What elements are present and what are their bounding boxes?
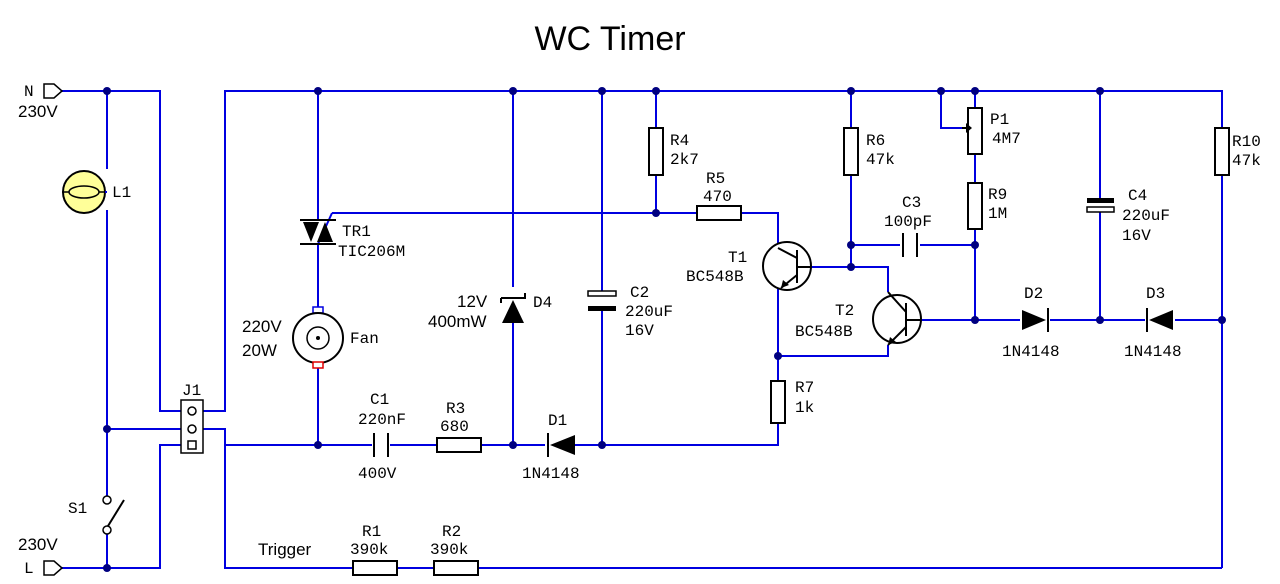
svg-text:BC548B: BC548B — [795, 323, 853, 341]
capacitor-c2: C2 220uF 16V — [587, 284, 673, 340]
svg-text:T1: T1 — [728, 249, 747, 267]
svg-text:N: N — [24, 83, 34, 101]
zener-diode-d4: D4 12V 400mW — [428, 292, 552, 331]
svg-text:1N4148: 1N4148 — [1124, 343, 1182, 361]
svg-text:L: L — [24, 560, 34, 578]
svg-text:D4: D4 — [533, 294, 552, 312]
resistor-r7: R7 1k — [770, 379, 814, 424]
lamp-l1: L1 — [62, 170, 131, 214]
svg-text:P1: P1 — [990, 111, 1009, 129]
diagram-title: WC Timer — [534, 20, 685, 58]
diode-d2: D2 1N4148 — [1002, 285, 1060, 361]
svg-text:C2: C2 — [630, 284, 649, 302]
terminal-n: N 230V — [18, 83, 64, 121]
svg-text:220V: 220V — [242, 317, 282, 336]
fan-motor: Fan 220V 20W — [242, 306, 379, 369]
svg-text:390k: 390k — [430, 541, 468, 559]
svg-text:230V: 230V — [18, 535, 58, 554]
capacitor-c1: C1 220nF 400V — [358, 391, 406, 483]
svg-text:220uF: 220uF — [1122, 207, 1170, 225]
svg-text:47k: 47k — [1232, 152, 1261, 170]
svg-text:BC548B: BC548B — [686, 268, 744, 286]
transistor-t1: T1 BC548B — [686, 241, 812, 291]
svg-text:12V: 12V — [457, 292, 488, 311]
svg-text:16V: 16V — [1122, 227, 1151, 245]
svg-text:390k: 390k — [350, 541, 388, 559]
svg-text:D2: D2 — [1024, 285, 1043, 303]
svg-text:220uF: 220uF — [625, 303, 673, 321]
resistor-r1: R1 390k — [350, 523, 398, 576]
svg-text:1N4148: 1N4148 — [1002, 343, 1060, 361]
svg-text:R5: R5 — [706, 170, 725, 188]
junction-dots — [103, 87, 1226, 572]
svg-text:D3: D3 — [1146, 285, 1165, 303]
potentiometer-p1: P1 4M7 — [962, 107, 1021, 155]
svg-text:R6: R6 — [866, 132, 885, 150]
svg-text:16V: 16V — [625, 322, 654, 340]
svg-text:2k7: 2k7 — [670, 151, 699, 169]
svg-text:47k: 47k — [866, 151, 895, 169]
svg-text:R10: R10 — [1232, 133, 1261, 151]
svg-text:470: 470 — [703, 188, 732, 206]
svg-text:S1: S1 — [68, 500, 87, 518]
svg-text:400mW: 400mW — [428, 312, 487, 331]
svg-text:R9: R9 — [988, 186, 1007, 204]
resistor-r10: R10 47k — [1214, 127, 1261, 176]
svg-text:C4: C4 — [1128, 187, 1147, 205]
resistor-r6: R6 47k — [843, 127, 895, 176]
diode-d1: D1 1N4148 — [522, 412, 580, 483]
svg-text:220nF: 220nF — [358, 411, 406, 429]
svg-text:100pF: 100pF — [884, 213, 932, 231]
svg-text:400V: 400V — [358, 465, 397, 483]
svg-text:4M7: 4M7 — [992, 130, 1021, 148]
terminal-l: 230V L — [18, 535, 64, 578]
connector-j1: J1 — [180, 382, 204, 454]
svg-text:1k: 1k — [795, 399, 814, 417]
svg-text:R2: R2 — [442, 523, 461, 541]
svg-text:T2: T2 — [835, 302, 854, 320]
diode-d3: D3 1N4148 — [1124, 285, 1182, 361]
resistor-r2: R2 390k — [430, 523, 479, 576]
svg-text:TIC206M: TIC206M — [338, 243, 405, 261]
svg-text:1M: 1M — [988, 205, 1007, 223]
svg-text:20W: 20W — [242, 341, 277, 360]
svg-text:J1: J1 — [182, 382, 201, 400]
capacitor-c3: C3 100pF — [884, 194, 932, 257]
svg-text:C3: C3 — [902, 194, 921, 212]
svg-text:TR1: TR1 — [342, 223, 371, 241]
resistor-r5: R5 470 — [696, 170, 742, 221]
triac-tr1: TR1 TIC206M — [300, 219, 405, 261]
capacitor-c4: C4 220uF 16V — [1086, 187, 1170, 245]
svg-text:L1: L1 — [112, 184, 131, 202]
svg-text:680: 680 — [440, 418, 469, 436]
svg-text:R7: R7 — [795, 379, 814, 397]
resistor-r3: R3 680 — [436, 400, 482, 453]
svg-text:D1: D1 — [548, 412, 567, 430]
svg-text:R3: R3 — [446, 400, 465, 418]
resistor-r4: R4 2k7 — [648, 127, 699, 176]
svg-text:1N4148: 1N4148 — [522, 465, 580, 483]
trigger-label: Trigger — [258, 540, 312, 559]
svg-text:C1: C1 — [370, 391, 389, 409]
transistor-t2: T2 BC548B — [795, 291, 922, 346]
resistor-r9: R9 1M — [967, 182, 1007, 230]
svg-text:R4: R4 — [670, 132, 689, 150]
svg-text:R1: R1 — [362, 523, 381, 541]
switch-s1: S1 — [68, 495, 125, 535]
svg-text:230V: 230V — [18, 102, 58, 121]
svg-text:Fan: Fan — [350, 330, 379, 348]
